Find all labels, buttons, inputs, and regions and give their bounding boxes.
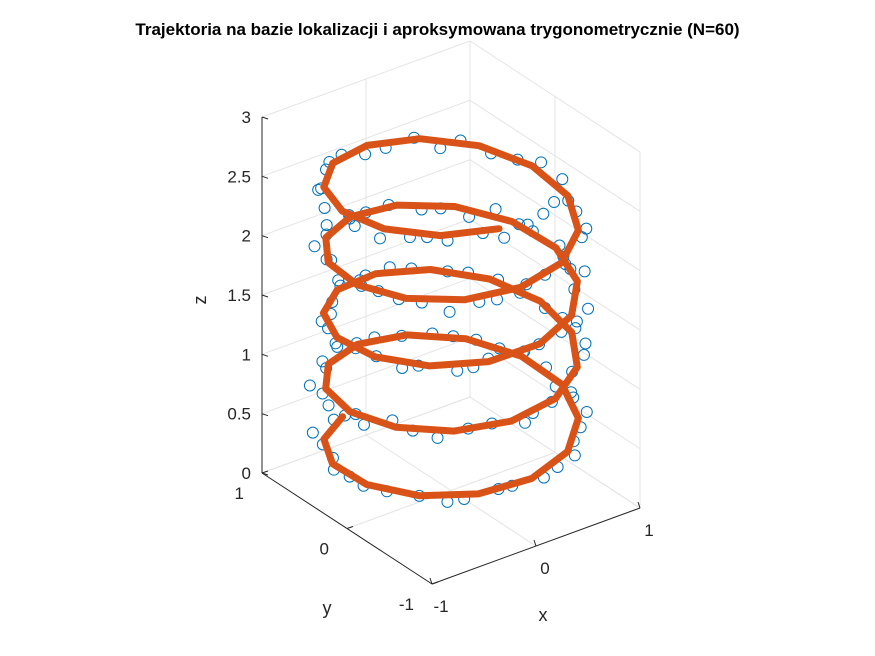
data-point (318, 202, 331, 215)
z-tick-label: 0.5 (227, 405, 251, 424)
z-tick (261, 175, 269, 179)
grid-line (469, 159, 641, 272)
data-point (580, 222, 593, 235)
data-point (548, 196, 561, 209)
data-point (322, 399, 335, 412)
z-tick (261, 235, 269, 239)
line-layer (319, 135, 582, 500)
data-point (556, 173, 569, 186)
z-tick-label: 2.5 (227, 167, 251, 186)
data-point (578, 265, 591, 278)
z-tick-label: 3 (242, 108, 251, 127)
data-point (537, 207, 550, 220)
grid-line (261, 40, 471, 118)
y-tick (346, 526, 354, 529)
z-tick-label: 1.5 (227, 286, 251, 305)
data-point (374, 232, 387, 245)
grid-line (469, 99, 641, 212)
data-point (580, 405, 593, 418)
z-axis-label: z (190, 296, 210, 305)
data-point (568, 449, 581, 462)
data-point (306, 426, 319, 439)
y-tick-label: -1 (399, 595, 414, 614)
z-tick (261, 413, 269, 417)
grid-line (346, 452, 556, 529)
fitted-trajectory-line (319, 135, 582, 500)
x-tick (637, 501, 641, 509)
x-tick-label: -1 (433, 597, 448, 616)
data-point (431, 431, 444, 444)
chart-title: Trajektoria na bazie lokalizacji i aprok… (135, 20, 740, 39)
grid-line (261, 277, 471, 355)
z-tick-label: 1 (242, 345, 251, 364)
z-tick (261, 294, 269, 298)
x-axis-label: x (539, 605, 548, 625)
grid-line (469, 40, 641, 153)
z-tick (261, 472, 269, 476)
data-point (498, 231, 511, 244)
z-tick-label: 0 (242, 464, 251, 483)
z-tick (261, 116, 269, 120)
grid-line (261, 337, 471, 415)
scatter-layer (303, 131, 595, 508)
grid-line (261, 396, 471, 474)
grid-line (261, 99, 471, 177)
y-tick (261, 470, 269, 474)
z-tick-label: 2 (242, 227, 251, 246)
data-point (348, 220, 361, 233)
z-tick (261, 353, 269, 357)
data-point (579, 337, 592, 350)
data-point (303, 379, 316, 392)
label-layer: x y z (190, 296, 548, 626)
data-point (308, 240, 321, 253)
data-point (320, 219, 333, 232)
y-tick-label: 0 (320, 540, 329, 559)
y-tick-label: 1 (235, 484, 244, 503)
data-point (582, 302, 595, 315)
grid-line (261, 159, 471, 237)
x-tick-label: 1 (644, 521, 653, 540)
grid-layer (261, 40, 641, 585)
data-point (443, 305, 456, 318)
data-point (570, 315, 583, 328)
y-axis-label: y (323, 598, 332, 618)
x-tick (533, 539, 537, 547)
x-tick (429, 577, 433, 585)
y-tick (431, 581, 439, 585)
x-tick-label: 0 (540, 559, 549, 578)
data-point (535, 156, 548, 169)
